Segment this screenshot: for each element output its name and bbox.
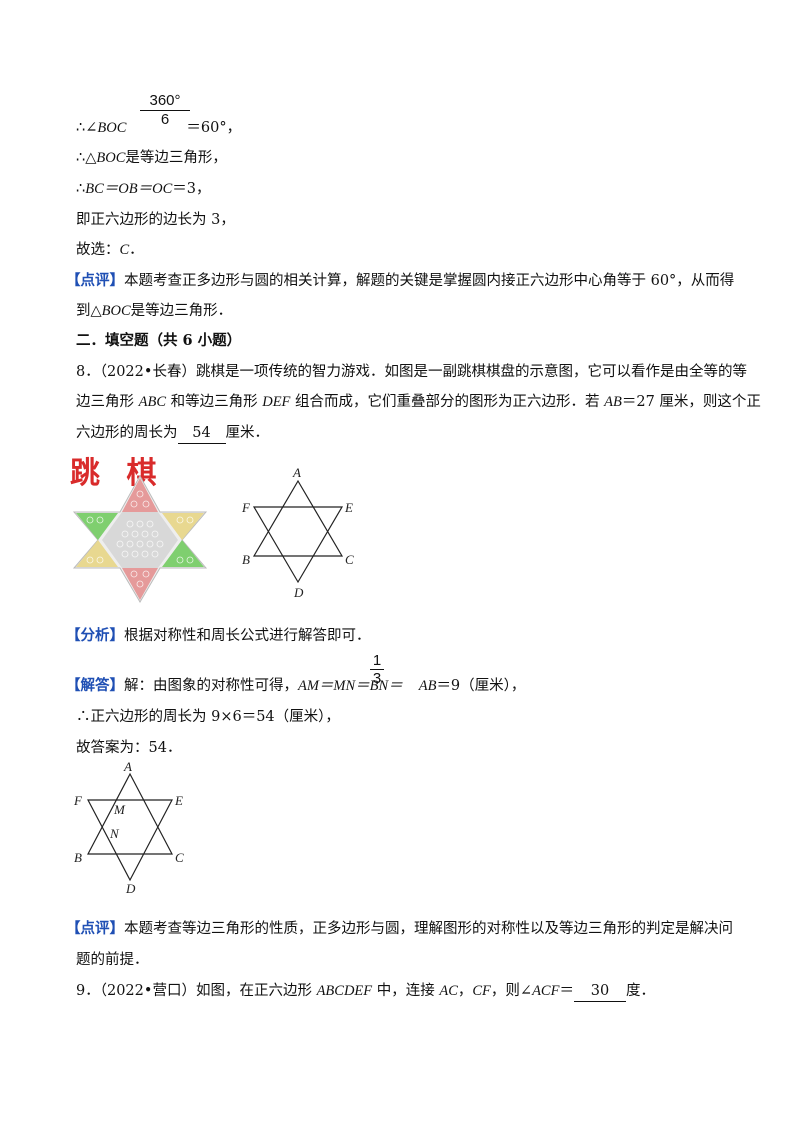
solution-block: 【解答】解：由图象的对称性可得，AM＝MN＝BN＝AB＝9（厘米）， (66, 677, 526, 694)
fraction-numerator: 1 (370, 652, 384, 670)
label-B: B (242, 552, 250, 567)
review-tag: 【点评】 (66, 920, 124, 937)
label-D: D (125, 881, 136, 896)
hexagram-figure-2: A F E M N B C D (73, 760, 184, 896)
solution-line-1: ∴∠BOC＝60°， (76, 120, 242, 136)
analysis-block: 【分析】根据对称性和周长公式进行解答即可． (66, 627, 371, 644)
board-lower-right-point (162, 540, 204, 567)
label-D: D (293, 585, 304, 600)
fraction-numerator: 360° (140, 92, 190, 111)
q8-answer-blank: 54 (177, 423, 226, 444)
fraction-denominator: 3 (372, 670, 382, 687)
fraction-1-over-3: 1 3 (370, 652, 384, 687)
review-block-2: 【点评】本题考查等边三角形的性质，正多边形与圆，理解图形的对称性以及等边三角形的… (66, 920, 733, 937)
label-A: A (292, 465, 301, 480)
label-C: C (345, 552, 354, 567)
review-tag: 【点评】 (66, 272, 124, 289)
solution-line-3: ∴BC＝OB＝OC＝3， (76, 181, 211, 197)
board-bottom-point (122, 568, 158, 600)
triangle-def (252, 506, 344, 584)
solution-line-3: 故答案为：54． (76, 740, 182, 756)
board-holes (86, 490, 194, 588)
triangle-abc (87, 772, 173, 855)
label-C: C (175, 850, 184, 865)
board-center-hexagon (102, 512, 178, 568)
solution-tag: 【解答】 (66, 677, 124, 694)
solution-line-2: ∴△BOC是等边三角形， (76, 150, 227, 166)
review-block-1: 【点评】本题考查正多边形与圆的相关计算，解题的关键是掌握圆内接正六边形中心角等于… (66, 272, 735, 289)
section-title: 二．填空题（共 6 小题） (76, 332, 242, 349)
hexagram-figure-1: A F E B C D (241, 465, 354, 600)
label-E: E (344, 500, 353, 515)
q9-line-1: 9．（2022•营口）如图，在正六边形 ABCDEF 中，连接 AC，CF，则∠… (76, 981, 655, 1002)
label-E: E (174, 793, 183, 808)
board-top-point (122, 478, 158, 512)
triangle-abc (252, 479, 344, 557)
analysis-tag: 【分析】 (66, 627, 124, 644)
fraction-360-over-6: 360° 6 (140, 92, 190, 129)
checkers-board-image (72, 474, 208, 603)
q8-line-2: 边三角形 ABC 和等边三角形 DEF 组合而成，它们重叠部分的图形为正六边形．… (76, 394, 761, 410)
board-upper-left-point (76, 513, 118, 540)
label-F: F (241, 500, 251, 515)
review-block-2-line-2: 题的前提． (76, 952, 149, 968)
q8-line-1: 8．（2022•长春）跳棋是一项传统的智力游戏．如图是一副跳棋棋盘的示意图，它可… (76, 364, 747, 380)
solution-line-4: 即正六边形的边长为 3， (76, 212, 235, 228)
review-block-1-line-2: 到△BOC是等边三角形． (76, 303, 233, 319)
fraction-denominator: 6 (160, 111, 170, 128)
q9-answer-blank: 30 (573, 981, 626, 1002)
triangle-def (87, 799, 173, 882)
board-lower-left-point (76, 540, 118, 567)
label-B: B (74, 850, 82, 865)
board-upper-right-point (162, 513, 204, 540)
label-A: A (123, 760, 132, 774)
solution-line-2: ∴正六边形的周长为 9×6＝54（厘米）， (76, 709, 340, 725)
label-F: F (73, 793, 83, 808)
label-N: N (109, 826, 120, 841)
solution-line-5: 故选：C． (76, 242, 144, 258)
label-M: M (113, 802, 126, 817)
